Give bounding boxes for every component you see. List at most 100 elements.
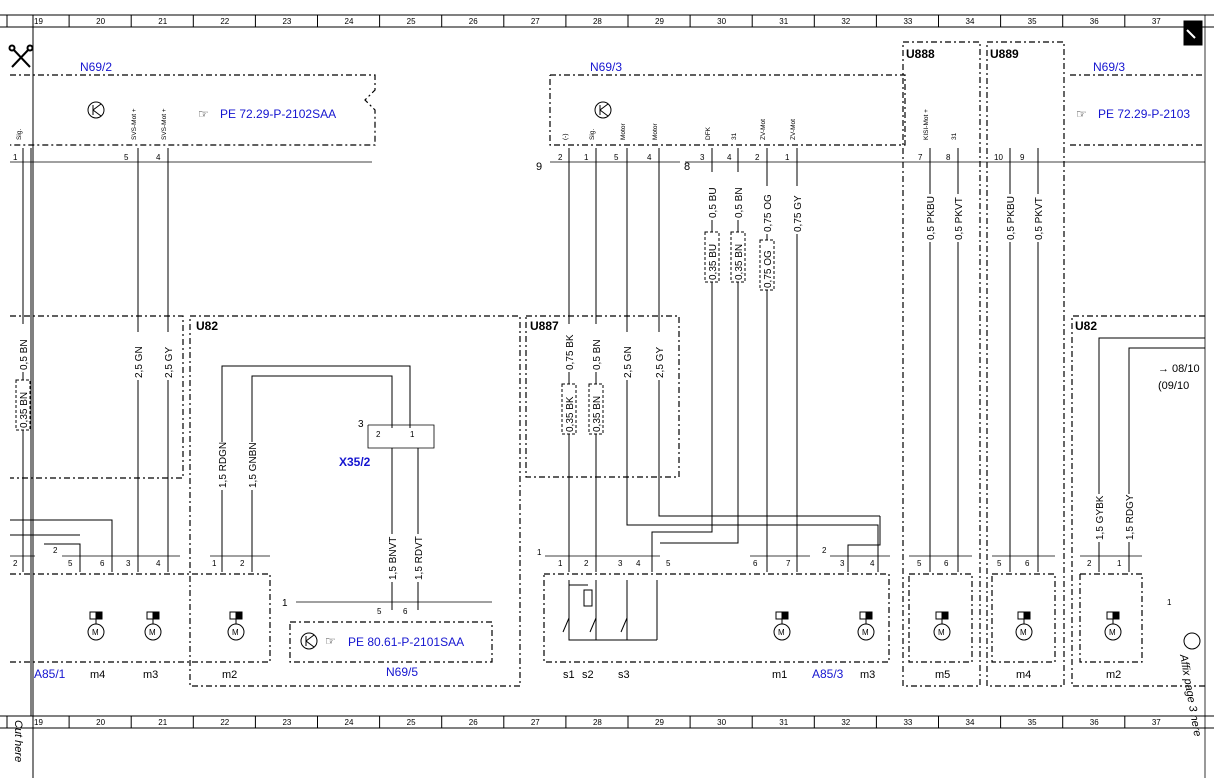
bottom-pin-number: 5	[68, 559, 73, 568]
wire-label: 1,5 RDGY	[1125, 494, 1136, 540]
n69-5-pin-a: 5	[377, 607, 382, 616]
hand-pointer-icon: ☞	[1076, 107, 1087, 121]
motor-icon: M	[1104, 611, 1122, 641]
bottom-pin-number: 6	[753, 559, 758, 568]
bottom-pin-number: 1	[212, 559, 217, 568]
a85-1-label: A85/1	[34, 667, 66, 681]
bottom-pin-number: 3	[840, 559, 845, 568]
n69-5-ref[interactable]: PE 80.61-P-2101SAA	[348, 635, 464, 649]
u887-label: U887	[530, 319, 559, 333]
top-ruler-number: 25	[407, 17, 416, 26]
bottom-ruler-number: 21	[158, 718, 167, 727]
top-ruler-number: 36	[1090, 17, 1099, 26]
bottom-pin-number: 6	[1025, 559, 1030, 568]
bottom-pin-number: 2	[584, 559, 589, 568]
bottom-pin-number: 2	[240, 559, 245, 568]
bottom-pin-number: 4	[156, 559, 161, 568]
top-ruler-number: 22	[220, 17, 229, 26]
connector-bars	[10, 161, 1205, 603]
top-ruler-number: 28	[593, 17, 602, 26]
connector-label: 31	[951, 132, 958, 140]
bottom-ruler-number: 19	[34, 718, 43, 727]
top-ruler-number: 33	[903, 17, 912, 26]
top-ruler-number: 37	[1152, 17, 1161, 26]
u82-right-note-1: → 08/10	[1158, 363, 1200, 375]
bottom-ruler-number: 31	[779, 718, 788, 727]
hand-pointer-icon: ☞	[198, 107, 209, 121]
top-ruler-number: 21	[158, 17, 167, 26]
bottom-pin-number: 2	[53, 546, 58, 555]
bottom-ruler-number: 29	[655, 718, 664, 727]
n69-5-connector: 1	[282, 598, 288, 609]
top-ruler-number: 24	[345, 17, 354, 26]
top-ruler-number: 35	[1028, 17, 1037, 26]
wire-label: 1,5 BNVT	[388, 537, 399, 580]
svg-text:M: M	[232, 628, 239, 637]
wire-label: 0,35 BK	[565, 396, 576, 432]
wire-label: 0,5 BN	[734, 187, 745, 218]
bottom-ruler-number: 28	[593, 718, 602, 727]
top-pin-number: 5	[124, 153, 129, 162]
wire-label: 0,5 PKBU	[1006, 196, 1017, 240]
connector-label: KISI-Mot +	[923, 109, 930, 140]
bottom-ruler-number: 37	[1152, 718, 1161, 727]
switch-icon	[620, 617, 628, 633]
bottom-ruler-number: 34	[966, 718, 975, 727]
bottom-ruler-number: 23	[282, 718, 291, 727]
wire-label: 1,5 GYBK	[1095, 495, 1106, 540]
wire-label: 0,5 BN	[19, 339, 30, 370]
page-corner-icon	[1183, 20, 1203, 46]
n69-3-right-ref[interactable]: PE 72.29-P-2103	[1098, 107, 1190, 121]
bottom-pin-number: 2	[1087, 559, 1092, 568]
top-pin-number: 1	[785, 153, 790, 162]
top-pin-number: 9	[1020, 153, 1025, 162]
top-ruler-number: 23	[282, 17, 291, 26]
u888-label: U888	[906, 47, 935, 61]
n69-2-ref[interactable]: PE 72.29-P-2102SAA	[220, 107, 336, 121]
u82-right-label: U82	[1075, 319, 1097, 333]
wire-secondary-box	[730, 231, 746, 283]
switch-icon	[562, 617, 570, 633]
svg-text:M: M	[938, 628, 945, 637]
svg-text:M: M	[1020, 628, 1027, 637]
wire-label: 1,5 RDGN	[218, 442, 229, 488]
top-pin-number: 4	[727, 153, 732, 162]
top-pin-number: 4	[156, 153, 161, 162]
top-pin-number: 2	[755, 153, 760, 162]
connector-label: SVS-Mot +	[161, 108, 168, 140]
connector-label: Motor	[652, 123, 659, 140]
x35-2-pin-b: 1	[410, 430, 415, 439]
wire-label: 0,5 BN	[592, 339, 603, 370]
top-pin-number: 7	[918, 153, 923, 162]
top-pin-number: 1	[584, 153, 589, 162]
bottom-ruler-number: 32	[841, 718, 850, 727]
wire-label: 0,75 OG	[763, 250, 774, 288]
connector-label: ZV-Mot	[790, 119, 797, 140]
motor-icon: M	[773, 611, 791, 641]
wire-label: 0,75 BK	[565, 334, 576, 370]
motor-icon: M	[227, 611, 245, 641]
top-pin-number: 8	[946, 153, 951, 162]
top-ruler-number: 31	[779, 17, 788, 26]
bottom-ruler-number: 20	[96, 718, 105, 727]
motor-label: m2	[1106, 669, 1121, 681]
bottom-pin-number: 1	[558, 559, 563, 568]
affix-page-label: Affix page 3 here	[1177, 652, 1203, 737]
top-pin-number: 10	[994, 153, 1003, 162]
scissors-icon	[8, 44, 34, 68]
x35-2-label: X35/2	[339, 455, 371, 469]
bottom-pin-number: 6	[100, 559, 105, 568]
wire-secondary-box	[704, 231, 720, 283]
bottom-pin-number: 5	[666, 559, 671, 568]
motor-label: s3	[618, 669, 630, 681]
a85-1-box	[10, 573, 271, 663]
transistor-icon	[594, 101, 612, 119]
n69-2-label: N69/2	[80, 60, 112, 74]
bottom-pin-number: 4	[636, 559, 641, 568]
bottom-ruler-number: 33	[903, 718, 912, 727]
bottom-ruler-number: 22	[220, 718, 229, 727]
motor-label: s2	[582, 669, 594, 681]
svg-text:M: M	[778, 628, 785, 637]
transistor-icon	[87, 101, 105, 119]
